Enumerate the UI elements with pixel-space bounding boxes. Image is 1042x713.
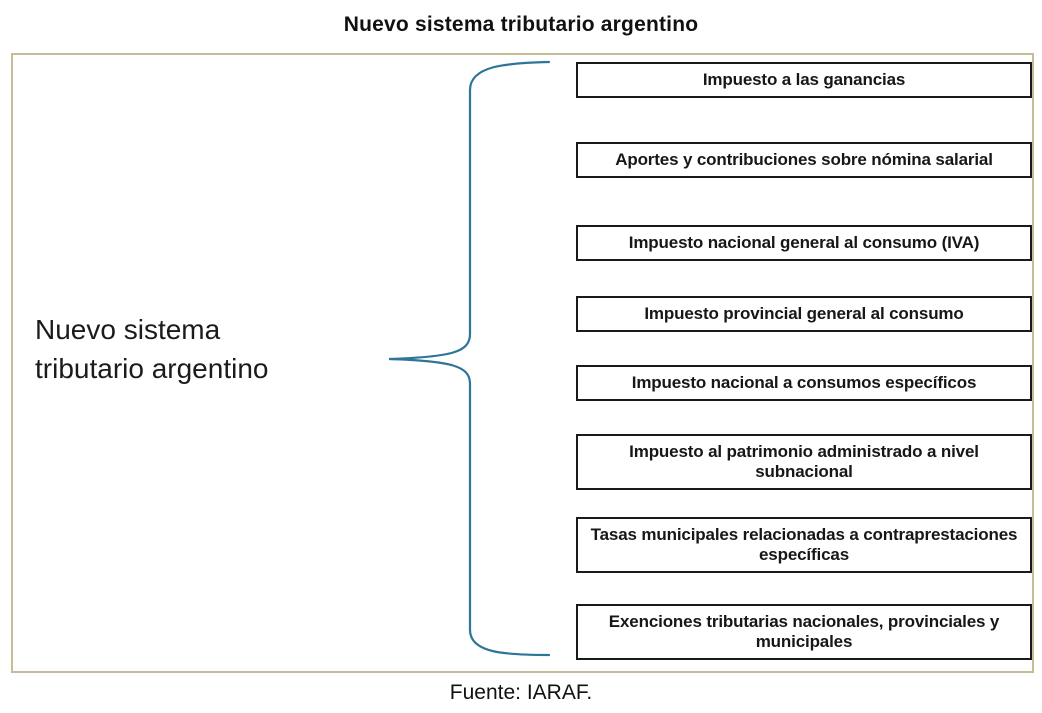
source-note: Fuente: IARAF. bbox=[449, 681, 593, 704]
branch-box-ganancias: Impuesto a las ganancias bbox=[576, 62, 1032, 98]
branch-box-patrimonio: Impuesto al patrimonio administrado a ni… bbox=[576, 434, 1032, 490]
branch-box-iva: Impuesto nacional general al consumo (IV… bbox=[576, 225, 1032, 261]
branch-box-exenciones: Exenciones tributarias nacionales, provi… bbox=[576, 604, 1032, 660]
page-title: Nuevo sistema tributario argentino bbox=[343, 13, 699, 36]
branch-list: Impuesto a las ganancias Aportes y contr… bbox=[576, 62, 1032, 660]
root-node-label: Nuevo sistema tributario argentino bbox=[35, 314, 269, 384]
branch-box-provincial-consumo: Impuesto provincial general al consumo bbox=[576, 296, 1032, 332]
branch-box-tasas-municipales: Tasas municipales relacionadas a contrap… bbox=[576, 517, 1032, 573]
branch-box-aportes: Aportes y contribuciones sobre nómina sa… bbox=[576, 142, 1032, 178]
branch-box-consumos-especificos: Impuesto nacional a consumos específicos bbox=[576, 365, 1032, 401]
